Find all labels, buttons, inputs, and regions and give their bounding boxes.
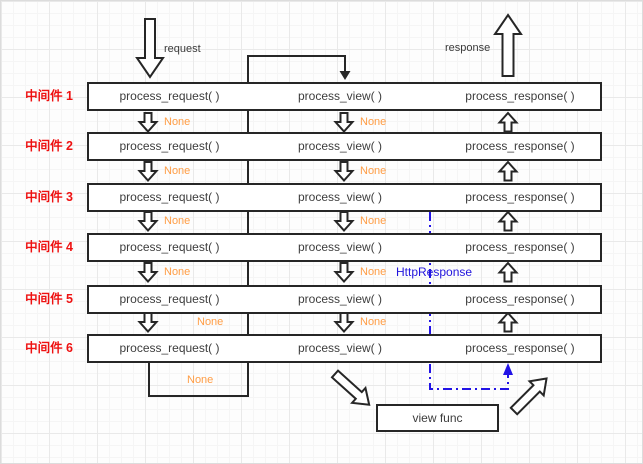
none-down-arrow-icon	[333, 161, 355, 182]
middleware-6-label: 中间件 6	[25, 341, 73, 355]
view-to-viewfunc-arrow-icon	[330, 369, 371, 406]
middleware-2-row: process_request( ) process_view( ) proce…	[87, 132, 602, 161]
process-request-cell: process_request( )	[119, 190, 220, 204]
process-view-cell: process_view( )	[297, 341, 383, 355]
process-request-cell: process_request( )	[119, 240, 220, 254]
process-response-cell: process_response( )	[465, 190, 575, 204]
process-response-cell: process_response( )	[465, 89, 575, 103]
middleware-5-row: process_request( ) process_view( ) proce…	[87, 285, 602, 314]
middleware-5-label: 中间件 5	[25, 292, 73, 306]
middleware-4-label: 中间件 4	[25, 240, 73, 254]
none-return-label: None	[164, 266, 191, 278]
response-up-arrow-icon	[497, 261, 519, 283]
response-label: response	[445, 42, 491, 54]
viewfunc-to-response-arrow-icon	[509, 377, 548, 416]
process-response-cell: process_response( )	[465, 341, 575, 355]
request-to-view-arrowhead-icon	[339, 71, 351, 80]
middleware-1-label: 中间件 1	[25, 89, 73, 103]
none-down-arrow-icon	[137, 262, 159, 283]
none-return-label: None	[197, 316, 224, 328]
middleware-6-row: process_request( ) process_view( ) proce…	[87, 334, 602, 363]
view-func-label: view func	[412, 411, 463, 425]
middleware-2-label: 中间件 2	[25, 139, 73, 153]
middleware-1-row: process_request( ) process_view( ) proce…	[87, 82, 602, 111]
middleware-3-label: 中间件 3	[25, 190, 73, 204]
process-view-cell: process_view( )	[297, 240, 383, 254]
process-request-cell: process_request( )	[119, 292, 220, 306]
response-flow-arrow-icon	[493, 13, 523, 77]
process-view-cell: process_view( )	[297, 292, 383, 306]
response-up-arrow-icon	[497, 111, 519, 133]
process-request-cell: process_request( )	[119, 139, 220, 153]
none-return-label: None	[360, 165, 387, 177]
none-down-arrow-icon	[333, 312, 355, 333]
none-down-arrow-icon	[333, 262, 355, 283]
process-response-cell: process_response( )	[465, 292, 575, 306]
none-return-label: None	[360, 116, 387, 128]
process-view-cell: process_view( )	[297, 190, 383, 204]
process-view-cell: process_view( )	[297, 139, 383, 153]
none-down-arrow-icon	[137, 112, 159, 133]
request-flow-arrow-icon	[135, 18, 165, 79]
httpresponse-label: HttpResponse	[396, 265, 473, 279]
process-request-cell: process_request( )	[119, 89, 220, 103]
process-view-cell: process_view( )	[297, 89, 383, 103]
none-down-arrow-icon	[137, 312, 159, 333]
httpresponse-arrowhead-icon	[503, 363, 513, 375]
response-up-arrow-icon	[497, 210, 519, 232]
none-return-label: None	[360, 316, 387, 328]
middleware-3-row: process_request( ) process_view( ) proce…	[87, 183, 602, 212]
process-request-cell: process_request( )	[119, 341, 220, 355]
none-down-arrow-icon	[137, 161, 159, 182]
none-return-label: None	[360, 215, 387, 227]
process-response-cell: process_response( )	[465, 139, 575, 153]
none-down-arrow-icon	[333, 112, 355, 133]
none-down-arrow-icon	[137, 211, 159, 232]
response-up-arrow-icon	[497, 160, 519, 182]
none-return-label: None	[164, 215, 191, 227]
none-return-label: None	[164, 116, 191, 128]
none-return-label: None	[164, 165, 191, 177]
none-return-label: None	[187, 374, 214, 386]
middleware-4-row: process_request( ) process_view( ) proce…	[87, 233, 602, 262]
process-response-cell: process_response( )	[465, 240, 575, 254]
none-return-label: None	[360, 266, 387, 278]
request-label: request	[164, 43, 201, 55]
none-down-arrow-icon	[333, 211, 355, 232]
view-func-box: view func	[376, 404, 499, 432]
response-up-arrow-icon	[497, 311, 519, 333]
